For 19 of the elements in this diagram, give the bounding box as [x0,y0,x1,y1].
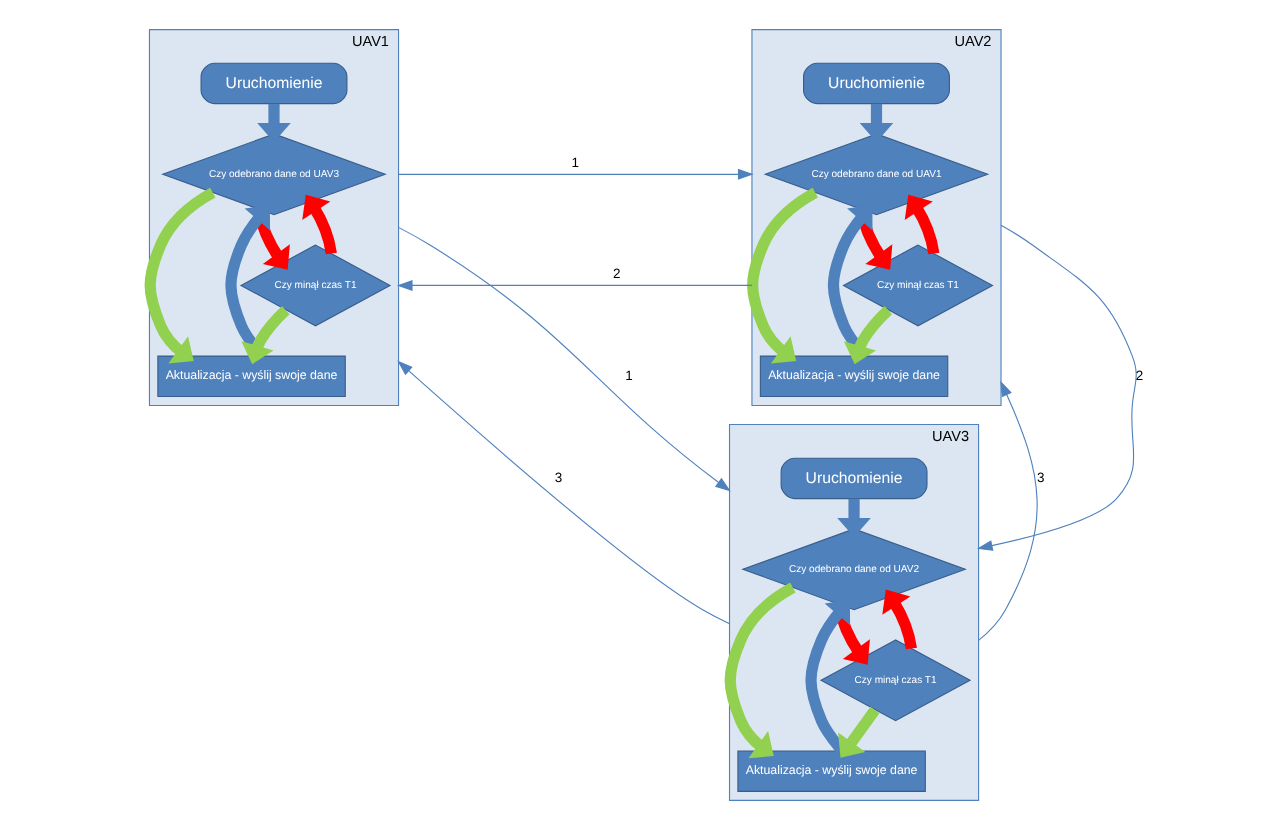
arrow [842,306,892,365]
arrow [256,103,290,143]
arrow [396,360,730,625]
arrow [301,194,336,255]
arrow [240,306,289,365]
arrow [397,168,753,180]
arrow [143,187,215,364]
arrow [858,103,893,143]
arrow [975,224,1136,551]
arrow [977,380,1037,641]
arrow [903,194,939,255]
arrow [836,498,870,538]
arrow [837,706,879,758]
arrow [746,187,818,364]
arrow [397,226,730,492]
arrow [804,599,850,755]
arrow [395,279,752,291]
arrow [881,589,916,650]
arrow [723,582,795,759]
